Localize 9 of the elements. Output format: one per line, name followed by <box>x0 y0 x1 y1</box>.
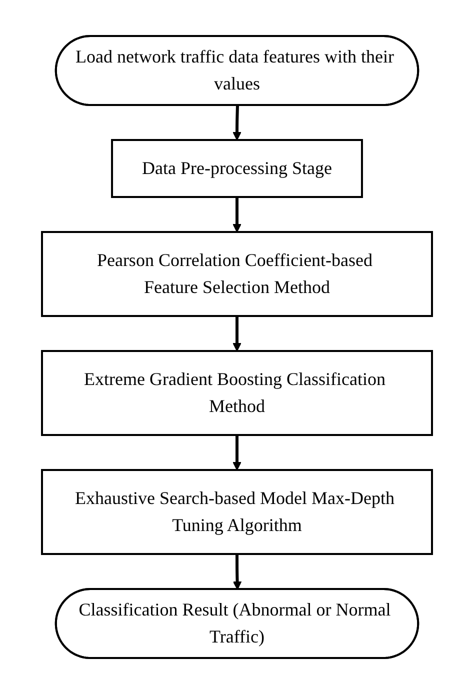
arrow <box>232 435 242 470</box>
arrow <box>232 105 242 140</box>
node-box: Exhaustive Search-based Model Max-Depth Tuning Algorithm <box>41 469 433 555</box>
arrow <box>232 197 242 232</box>
node-box: Data Pre-processing Stage <box>111 139 363 198</box>
arrow <box>232 554 242 590</box>
arrow <box>232 316 242 352</box>
node-box: Pearson Correlation Coefficient-based Feature Selection Method <box>41 231 433 317</box>
node-box: Extreme Gradient Boosting Classification Method <box>41 350 433 436</box>
